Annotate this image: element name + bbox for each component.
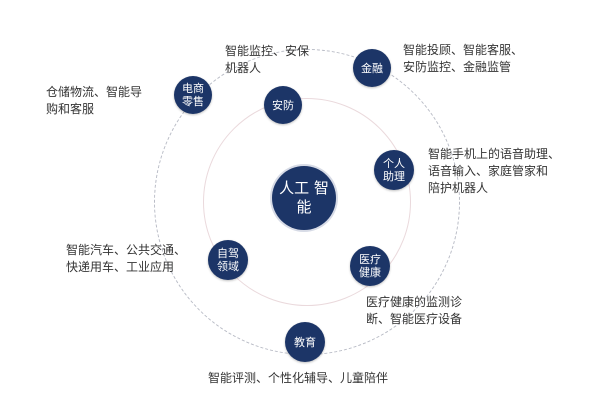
node-finance-label: 金融 [361, 61, 383, 75]
inner-ring [203, 98, 411, 306]
desc-finance-line2: 安防监控、金融监管 [403, 60, 512, 74]
node-assistant-label-line1: 个人 [383, 157, 405, 170]
node-autonomous-label-line2: 领域 [217, 260, 239, 273]
desc-assistant-line1: 智能手机上的语音助理、 [428, 147, 561, 161]
desc-security-line2: 机器人 [225, 61, 262, 75]
node-ecommerce: 电商 零售 [174, 76, 212, 114]
node-education-label: 教育 [294, 335, 316, 349]
desc-assistant-line3: 陪护机器人 [428, 181, 489, 195]
node-assistant-label-line2: 助理 [383, 170, 405, 183]
desc-education-line1: 智能评测、个性化辅导、儿童陪伴 [208, 371, 389, 385]
node-medical: 医疗 健康 [350, 246, 390, 286]
node-security: 安防 [264, 86, 302, 124]
desc-medical-line1: 医疗健康的监测诊 [366, 295, 463, 309]
node-medical-label-line1: 医疗 [359, 253, 381, 266]
node-finance: 金融 [353, 49, 391, 87]
node-ecommerce-label-line2: 零售 [182, 95, 204, 108]
center-node-ai: 人工 智能 [272, 166, 336, 230]
desc-ecommerce-line2: 购和客服 [46, 102, 95, 116]
desc-ecommerce: 仓储物流、智能导 购和客服 [46, 84, 142, 118]
node-medical-label-line2: 健康 [359, 266, 381, 279]
node-autonomous: 自驾 领域 [208, 240, 248, 280]
center-label-line1: 人工 [279, 179, 310, 197]
desc-security: 智能监控、安保 机器人 [225, 43, 309, 77]
desc-ecommerce-line1: 仓储物流、智能导 [46, 85, 143, 99]
desc-medical-line2: 断、智能医疗设备 [366, 312, 463, 326]
center-label-line2: 智能 [296, 179, 329, 216]
node-ecommerce-label-line1: 电商 [182, 82, 204, 95]
node-security-label: 安防 [272, 98, 294, 112]
desc-finance-line1: 智能投顾、智能客服、 [403, 43, 524, 57]
node-autonomous-label-line1: 自驾 [217, 247, 239, 260]
desc-assistant: 智能手机上的语音助理、 语音输入、家庭管家和 陪护机器人 [428, 146, 560, 197]
desc-autonomous: 智能汽车、公共交通、 快递用车、工业应用 [66, 242, 186, 276]
desc-medical: 医疗健康的监测诊 断、智能医疗设备 [366, 294, 462, 328]
desc-security-line1: 智能监控、安保 [225, 44, 310, 58]
node-education: 教育 [285, 322, 325, 362]
desc-autonomous-line1: 智能汽车、公共交通、 [66, 243, 187, 257]
desc-autonomous-line2: 快递用车、工业应用 [66, 260, 175, 274]
node-assistant: 个人 助理 [374, 150, 414, 190]
desc-education: 智能评测、个性化辅导、儿童陪伴 [208, 370, 388, 387]
desc-assistant-line2: 语音输入、家庭管家和 [428, 164, 549, 178]
desc-finance: 智能投顾、智能客服、 安防监控、金融监管 [403, 42, 523, 76]
